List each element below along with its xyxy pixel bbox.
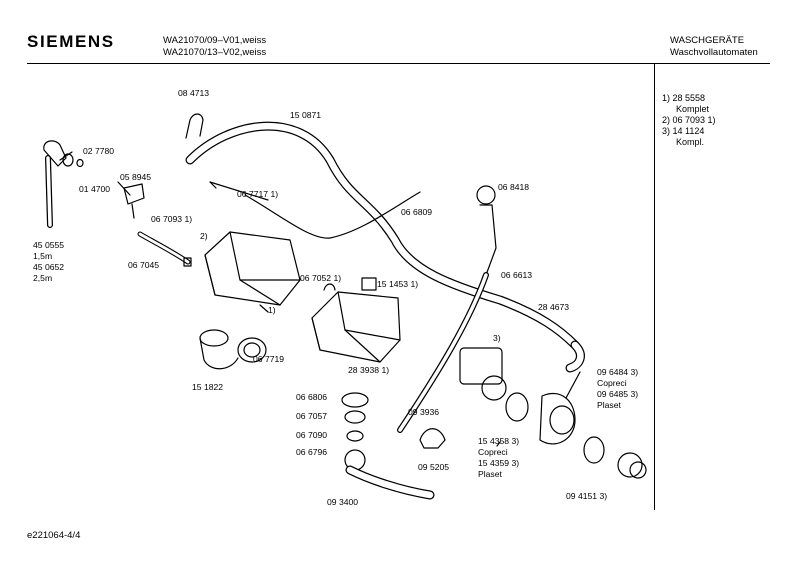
part-label: 06 7045: [128, 260, 160, 270]
part-label: 3): [493, 333, 501, 343]
part-label: 06 7090: [296, 430, 328, 440]
part-label: 06 8418: [498, 182, 530, 192]
part-label: 06 7052 1): [300, 273, 342, 283]
model-line-2: WA21070/13–V02,weiss: [163, 47, 267, 58]
note-line: 1) 28 5558: [662, 93, 706, 103]
note-line: 2) 06 7093 1): [662, 115, 716, 125]
part-label: Copreci: [597, 378, 627, 388]
part-label: 09 6485 3): [597, 389, 639, 399]
note-line: 3) 14 1124: [662, 126, 705, 136]
part-label: 06 7057: [296, 411, 328, 421]
part-label: 09 3400: [327, 497, 359, 507]
part-label: 09 4151 3): [566, 491, 608, 501]
brand-logo: SIEMENS: [27, 32, 115, 51]
part-label: 28 3938 1): [348, 365, 390, 375]
part-label: 06 7717 1): [237, 189, 279, 199]
part-label: Plaset: [597, 400, 621, 410]
part-label: 08 4713: [178, 88, 210, 98]
part-label: 15 1822: [192, 382, 224, 392]
part-label: 1,5m: [33, 251, 53, 261]
part-label: 09 6484 3): [597, 367, 639, 377]
category-title: WASCHGERÄTE: [670, 35, 745, 46]
part-label: 45 0555: [33, 240, 65, 250]
part-label: 1): [268, 305, 276, 315]
part-label: 09 5205: [418, 462, 450, 472]
part-label: 06 6796: [296, 447, 328, 457]
part-label: 06 6613: [501, 270, 533, 280]
part-label: 15 4359 3): [478, 458, 520, 468]
part-label: 06 7093 1): [151, 214, 193, 224]
category-subtitle: Waschvollautomaten: [670, 47, 758, 58]
document-code: e221064-4/4: [27, 530, 81, 541]
header-divider: [27, 63, 770, 64]
part-label: 06 6809: [401, 207, 433, 217]
model-line-1: WA21070/09–V01,weiss: [163, 35, 267, 46]
part-label: 15 4358 3): [478, 436, 520, 446]
part-label: 2,5m: [33, 273, 53, 283]
part-label: 06 6806: [296, 392, 328, 402]
part-label: 2): [200, 231, 208, 241]
part-label: 05 8945: [120, 172, 152, 182]
part-label: 06 7719: [253, 354, 285, 364]
part-label: 02 7780: [83, 146, 115, 156]
part-label: 28 4673: [538, 302, 570, 312]
part-label: 01 4700: [79, 184, 111, 194]
note-line: Komplet: [676, 104, 710, 114]
part-label: 09 3936: [408, 407, 440, 417]
part-label: Plaset: [478, 469, 502, 479]
part-label: 45 0652: [33, 262, 65, 272]
notes-divider: [654, 63, 655, 510]
part-label: 15 1453 1): [377, 279, 419, 289]
note-line: Kompl.: [676, 137, 705, 147]
part-label: 15 0871: [290, 110, 322, 120]
part-label: Copreci: [478, 447, 508, 457]
